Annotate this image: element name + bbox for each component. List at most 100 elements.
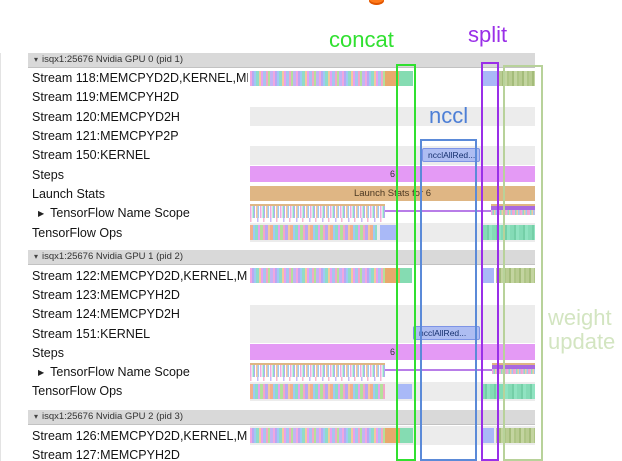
row-label[interactable]: Stream 126:MEMCPYD2D,KERNEL,MI [28, 426, 248, 445]
event-block[interactable] [400, 428, 413, 443]
steps-bar[interactable]: 6 [250, 166, 535, 182]
event-block[interactable] [399, 70, 413, 86]
track-row: Stream 126:MEMCPYD2D,KERNEL,MI [0, 426, 622, 446]
op-events-teal[interactable] [483, 224, 535, 240]
name-scope-tick-strip [491, 210, 535, 216]
row-label[interactable]: Stream 151:KERNEL [28, 324, 248, 343]
section-header-gpu-2[interactable]: ▾isqx1:25676 Nvidia GPU 2 (pid 3) [28, 410, 535, 425]
kernel-events-strip[interactable] [250, 428, 385, 443]
name-scope-ticks-right[interactable] [491, 203, 535, 218]
row-label-text: TensorFlow Name Scope [50, 365, 190, 380]
track-row: TensorFlow Ops [0, 222, 622, 243]
row-label[interactable]: Stream 120:MEMCPYD2H [28, 107, 248, 126]
row-label[interactable]: Stream 150:KERNEL [28, 146, 248, 165]
row-label[interactable]: Steps [28, 165, 248, 184]
section-header-gpu-1[interactable]: ▾isqx1:25676 Nvidia GPU 1 (pid 2) [28, 250, 535, 265]
update-line: update [548, 329, 616, 354]
row-label-text: Stream 121:MEMCPYP2P [32, 129, 179, 144]
event-block[interactable] [380, 224, 396, 240]
row-label[interactable]: Stream 118:MEMCPYD2D,KERNEL,ME [28, 69, 248, 88]
tf-ops-strip[interactable] [250, 383, 385, 399]
collapse-icon[interactable]: ▾ [34, 252, 39, 262]
track-row: TensorFlow Ops [0, 381, 622, 402]
launch-stats-bar[interactable]: Launch Stats for 6 [250, 186, 535, 202]
row-label-text: TensorFlow Ops [32, 225, 123, 240]
steps-bar[interactable]: 6 [250, 344, 535, 361]
row-label[interactable]: Launch Stats [28, 184, 248, 203]
name-scope-purple-bar [492, 365, 535, 369]
name-scope-line [252, 368, 535, 371]
section-header-gpu-0[interactable]: ▾isqx1:25676 Nvidia GPU 0 (pid 1) [28, 53, 535, 68]
row-label[interactable]: Stream 124:MEMCPYD2H [28, 305, 248, 324]
row-label-text: Stream 151:KERNEL [32, 326, 151, 341]
section-header-label: isqx1:25676 Nvidia GPU 1 (pid 2) [42, 251, 184, 263]
annotation-concat-label: concat [329, 27, 394, 52]
tf-ops-strip[interactable] [250, 224, 377, 240]
weight-update-events[interactable] [496, 428, 535, 443]
name-scope-purple-bar [491, 206, 535, 211]
track-row: Stream 151:KERNEL ncclAllRed... [0, 323, 622, 344]
row-label-text: TensorFlow Ops [32, 384, 123, 399]
row-label[interactable]: Stream 123:MEMCPYH2D [28, 285, 248, 304]
row-label[interactable]: Stream 122:MEMCPYD2D,KERNEL,MI [28, 266, 248, 285]
event-block[interactable] [483, 70, 497, 86]
row-label[interactable]: ▶TensorFlow Name Scope [28, 204, 248, 223]
track-row: Stream 118:MEMCPYD2D,KERNEL,ME [0, 68, 622, 88]
track-background [250, 285, 535, 305]
track-row: Stream 124:MEMCPYD2H [0, 304, 622, 324]
kernel-events-strip[interactable] [250, 268, 385, 283]
track-background [250, 107, 535, 127]
expand-icon[interactable]: ▶ [38, 208, 45, 218]
expand-icon[interactable]: ▶ [38, 367, 45, 377]
row-label-text: Stream 118:MEMCPYD2D,KERNEL,ME [32, 71, 248, 86]
row-label[interactable]: Stream 121:MEMCPYP2P [28, 126, 248, 145]
annotation-weight-update-label: weight update [548, 306, 615, 354]
annotation-split-label: split [468, 22, 508, 47]
row-label-text: Stream 126:MEMCPYD2D,KERNEL,MI [32, 428, 248, 443]
timeline-gridline [0, 53, 1, 461]
row-label-text: Stream 119:MEMCPYH2D [32, 90, 180, 105]
collapse-icon[interactable]: ▾ [34, 55, 39, 65]
weight-update-events[interactable] [496, 268, 535, 283]
section-header-label: isqx1:25676 Nvidia GPU 2 (pid 3) [42, 411, 184, 423]
name-scope-ticks[interactable] [250, 362, 385, 382]
event-block[interactable] [483, 428, 494, 443]
name-scope-subticks [250, 377, 385, 381]
row-label[interactable]: Steps [28, 343, 248, 362]
track-row: Stream 120:MEMCPYD2H [0, 107, 622, 127]
name-scope-top-bar [250, 362, 385, 365]
weight-update-events[interactable] [499, 70, 535, 86]
collapse-icon[interactable]: ▾ [34, 412, 39, 422]
event-block[interactable] [385, 70, 399, 86]
name-scope-ticks-right[interactable] [492, 362, 535, 377]
annotation-nccl-box [420, 139, 477, 461]
annotation-weight-update-box [503, 65, 543, 461]
row-label-text: Stream 122:MEMCPYD2D,KERNEL,MI [32, 268, 248, 283]
kernel-events-strip[interactable] [250, 70, 385, 86]
name-scope-line [252, 209, 535, 213]
track-background [250, 87, 535, 108]
event-block[interactable] [483, 268, 494, 283]
track-row: ▶ TensorFlow Name Scope [0, 362, 622, 382]
track-row: Stream 150:KERNEL ncclAllRed... [0, 145, 622, 165]
name-scope-top-bar [491, 203, 535, 207]
annotation-split-box [481, 62, 499, 461]
weight-line: weight [548, 305, 612, 330]
nccl-allreduce-event[interactable]: ncclAllRed... [413, 326, 480, 340]
row-label[interactable]: Stream 119:MEMCPYH2D [28, 88, 248, 107]
row-label[interactable]: ▶ TensorFlow Name Scope [28, 363, 248, 382]
track-background [250, 304, 535, 324]
row-label-text: Stream 124:MEMCPYD2H [32, 307, 180, 322]
name-scope-tick-strip [492, 369, 535, 374]
annotation-concat-box [396, 64, 416, 461]
op-events-teal[interactable] [481, 383, 535, 399]
name-scope-ticks[interactable] [250, 203, 385, 223]
track-background [250, 445, 535, 461]
row-label[interactable]: TensorFlow Ops [28, 382, 248, 401]
event-block[interactable] [398, 383, 412, 399]
row-label[interactable]: TensorFlow Ops [28, 223, 248, 242]
row-label[interactable]: Stream 127:MEMCPYH2D [28, 445, 248, 461]
nccl-allreduce-event[interactable]: ncclAllRed... [422, 148, 480, 162]
event-block[interactable] [400, 268, 412, 283]
